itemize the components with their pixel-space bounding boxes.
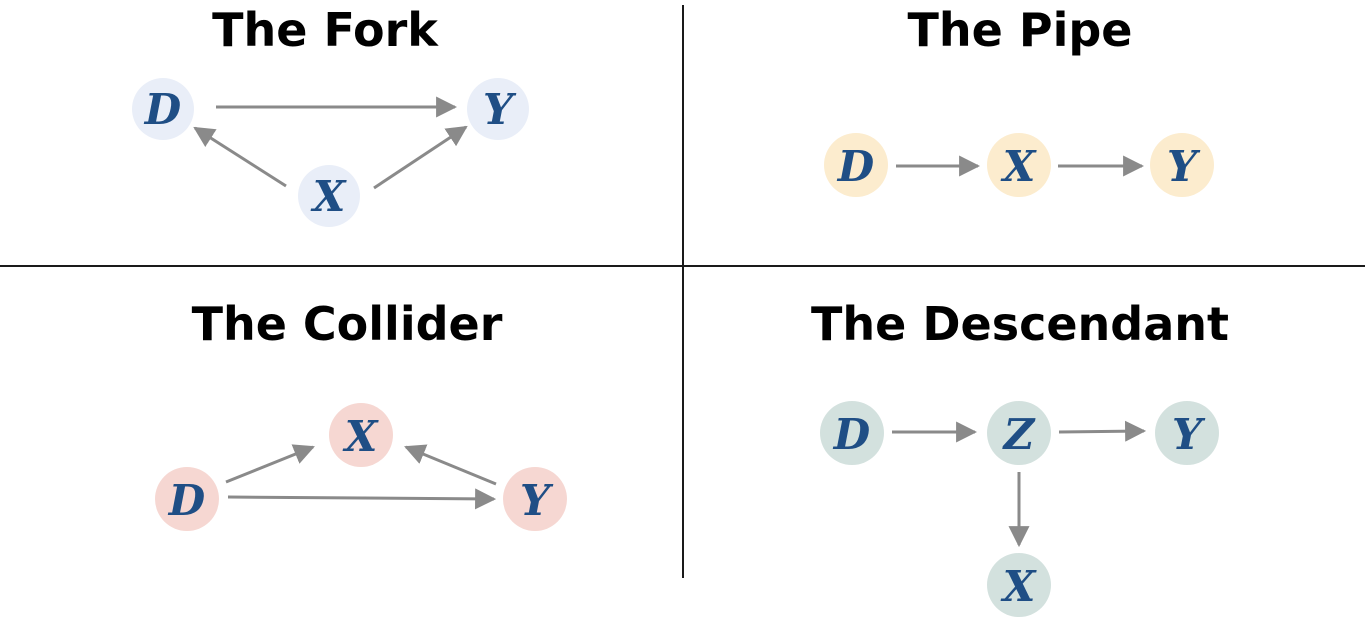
descendant-node-z (987, 401, 1051, 465)
fork-node-y (467, 78, 529, 140)
collider-edge-d-to-y (227, 488, 497, 510)
collider-node-d-label: D (168, 476, 206, 525)
fork-panel: The Fork D Y X (132, 3, 529, 227)
collider-node-d (155, 467, 219, 531)
fork-node-y-label: Y (483, 85, 517, 134)
descendant-node-y (1155, 401, 1219, 465)
collider-node-x (329, 403, 393, 467)
descendant-node-x-label: X (1000, 562, 1037, 611)
descendant-edge-z-to-y (1058, 420, 1147, 442)
fork-title: The Fork (212, 3, 439, 57)
fork-node-d (132, 78, 194, 140)
pipe-node-y (1150, 133, 1214, 197)
pipe-node-d (824, 133, 888, 197)
descendant-node-d-label: D (833, 410, 871, 459)
pipe-title: The Pipe (908, 3, 1133, 57)
descendant-node-z-label: Z (1002, 410, 1036, 459)
collider-title: The Collider (192, 297, 503, 351)
collider-edge-y-to-x (404, 444, 497, 486)
descendant-node-y-label: Y (1172, 410, 1206, 459)
pipe-node-d-label: D (837, 142, 875, 191)
collider-node-y (503, 467, 567, 531)
descendant-node-d (820, 401, 884, 465)
descendant-panel: The Descendant D Z Y X (811, 297, 1229, 617)
pipe-node-y-label: Y (1167, 142, 1201, 191)
collider-panel: The Collider X D Y (155, 297, 567, 531)
fork-node-d-label: D (144, 85, 182, 134)
descendant-title: The Descendant (811, 297, 1229, 351)
fork-edge-x-to-d (193, 126, 287, 188)
collider-edge-d-to-x (225, 444, 315, 484)
fork-edge-x-to-y (373, 125, 468, 190)
pipe-node-x-label: X (1000, 142, 1037, 191)
fork-node-x-label: X (310, 172, 347, 221)
pipe-panel: The Pipe D X Y (824, 3, 1214, 197)
fork-node-x (298, 165, 360, 227)
descendant-node-x (987, 553, 1051, 617)
collider-node-y-label: Y (520, 476, 554, 525)
collider-node-x-label: X (342, 412, 379, 461)
pipe-node-x (987, 133, 1051, 197)
